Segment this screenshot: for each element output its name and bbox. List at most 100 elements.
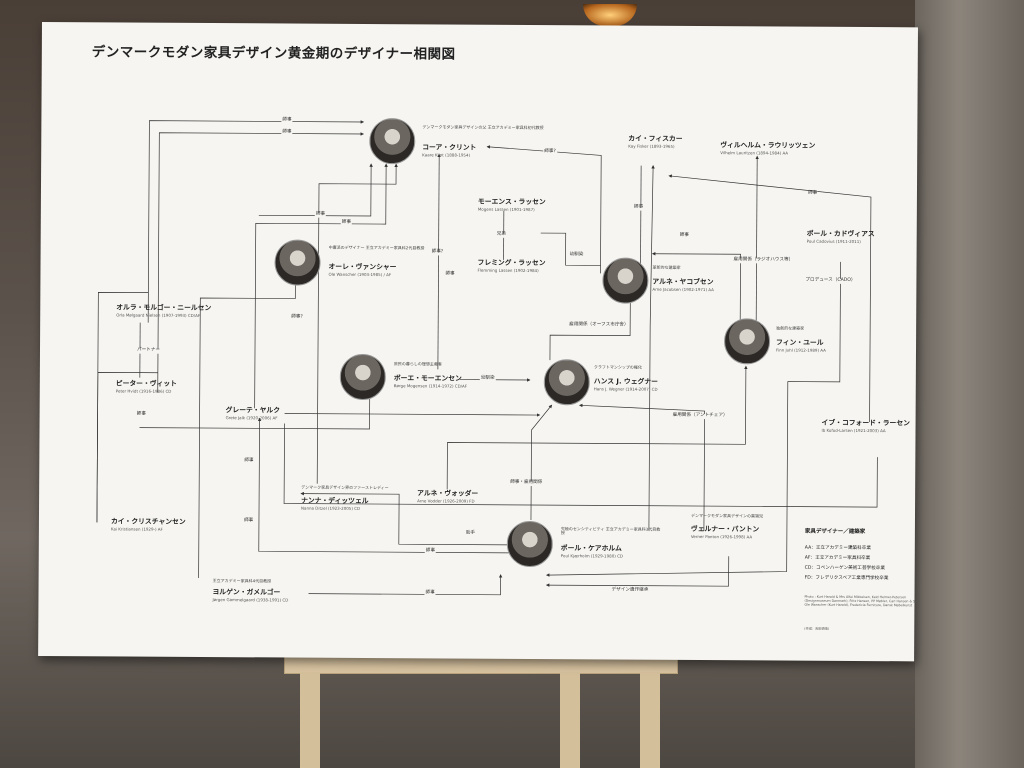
rel-label-shiji-6: 師事	[632, 204, 645, 211]
name-klint: コーア・クリント	[422, 143, 477, 152]
rel-label-shiji-4: 師事	[340, 219, 352, 226]
note-kjaerholm: 究極のセンシティビティ 王立アカデミー家具科3代目教授	[560, 526, 661, 536]
easel-leg-left	[300, 672, 320, 768]
en-mogensen: Børge Mogensen (1914-1972) CD/AF	[393, 383, 468, 389]
name-nielsen: オルラ・モルゴー・ニールセン	[116, 303, 212, 313]
name-gammelgaard: ヨルゲン・ガメルゴー	[212, 588, 281, 597]
portrait-klint	[369, 118, 416, 165]
portrait-wegner	[543, 359, 590, 406]
legend-item-fd: FD：フレデリクスベア工業専門学校卒業	[804, 575, 889, 582]
legend-item-aa: AA：王立アカデミー建築科卒業	[804, 545, 871, 552]
name-panton: ヴェルナー・パントン	[690, 524, 760, 534]
easel-leg-center	[560, 672, 580, 768]
rel-label-shiji-3: 師事	[314, 211, 327, 218]
name-mogensen: ボーエ・モーエンセン	[393, 374, 462, 383]
line-mogensen-klint	[437, 153, 441, 370]
line-juhl-lauritzen	[755, 155, 759, 325]
easel-leg-right	[640, 672, 660, 768]
rel-label-shiji-5: 師事	[444, 271, 456, 278]
line-jacobsen-klint	[486, 145, 602, 274]
line-cadovius-kjaerholm	[545, 261, 841, 577]
name-kofod-larsen: イブ・コフォード・ラーセン	[821, 418, 910, 428]
portrait-jacobsen	[602, 257, 649, 304]
legend-item-cd: CD：コペンハーゲン美術工芸学校卒業	[804, 565, 885, 572]
note-jacobsen: 革新的な建築家	[652, 264, 681, 270]
rel-label-shiji-10: 師事	[243, 458, 255, 464]
name-juhl: フィン・ユール	[776, 338, 824, 347]
en-wegner: Hans J. Wegner (1914-2007) CD	[593, 386, 658, 392]
rel-label-koyo-orfs: 雇用関係（オーフス市庁舎）	[568, 322, 630, 329]
rel-label-shiji-q-3: 師事?	[543, 149, 557, 155]
note-klint: デンマークモダン家具デザインの父 王立アカデミー家具科初代教授	[422, 124, 544, 131]
en-mogens-lassen: Mogens Lassen (1901-1987)	[477, 206, 535, 213]
rel-label-koyo-radio: 雇用関係（ラジオハウス等）	[732, 257, 795, 264]
line-nielsen-klint	[147, 120, 365, 323]
en-jacobsen: Arne Jacobsen (1902-1971) AA	[652, 286, 714, 293]
en-lauritzen: Vilhelm Lauritzen (1894-1984) AA	[720, 150, 789, 156]
rel-label-shiji-q-1: 師事?	[430, 249, 445, 256]
line-ditzel-klint	[316, 163, 398, 484]
line-wegner-jacobsen	[549, 289, 633, 361]
rel-label-shiji-8: 師事	[806, 190, 819, 197]
legend-item-af: AF：王立アカデミー家具科卒業	[804, 555, 871, 562]
name-flemming-lassen: フレミング・ラッセン	[477, 258, 546, 268]
line-volther-juhl	[446, 365, 748, 490]
author-credit: (作成：吉田慎悟)	[804, 626, 830, 631]
name-kjaerholm: ポール・ケアホルム	[560, 544, 622, 553]
en-wanscher: Ole Wanscher (1903-1985) / AF	[328, 271, 392, 278]
en-kofod-larsen: Ib Kofod-Larsen (1921-2003) AA	[821, 427, 886, 434]
line-jalk-mogensen	[139, 399, 371, 430]
rel-label-shiji-q-2: 師事?	[290, 314, 304, 321]
rel-label-shiji-1: 師事	[281, 117, 293, 124]
line-panton-wegner	[578, 403, 705, 532]
name-ditzel: ナンナ・ディッツェル	[301, 496, 369, 506]
rel-label-kyodai: 兄弟	[495, 231, 507, 238]
en-vodder: Arne Vodder (1926-2009) FD	[417, 498, 475, 504]
line-larsen-jalk	[283, 423, 878, 508]
en-flemming-lassen: Flemming Lassen (1902-1984)	[477, 267, 539, 274]
line-jalk-klint	[254, 163, 388, 409]
en-panton: Verner Panton (1926-1998) AA	[690, 533, 753, 540]
en-jalk: Grete Jalk (1920-2006) AF	[225, 415, 278, 421]
ceiling-lamp	[583, 4, 637, 26]
name-lauritzen: ヴィルヘルム・ラウリッツェン	[720, 141, 816, 150]
rel-label-shiji-koyo: 師事・雇用関係	[509, 479, 544, 486]
name-jalk: グレーテ・ヤルク	[225, 406, 281, 415]
note-juhl: 独創的な建築家	[776, 325, 805, 331]
line-gammelgaard-kjaerholm	[308, 574, 503, 596]
portrait-kjaerholm	[506, 520, 553, 568]
en-cadovius: Poul Cadovius (1911-2011)	[806, 238, 861, 245]
line-kjaerholm-ditzel	[300, 491, 509, 546]
line-kristiansen-klint	[96, 291, 149, 523]
name-jacobsen: アルネ・ヤコブセン	[652, 277, 714, 287]
rel-label-koyo-antchair: 雇用関係（アントチェア）	[671, 412, 729, 419]
rel-label-shiji-12: 師事	[424, 548, 436, 555]
note-wanscher: 中庸派のデザイナー 王立アカデミー家具科2代目教授	[328, 244, 425, 251]
en-fisker: Kay Fisker (1893-1965)	[628, 143, 675, 149]
en-juhl: Finn Juhl (1912-1989) AA	[775, 347, 826, 353]
line-kristiansen-hvidt	[96, 371, 158, 523]
rel-label-yuujin-2: 幼馴染	[479, 375, 496, 382]
note-panton: デンマークモダン家具デザインの異端児	[690, 512, 764, 519]
en-nielsen: Orla Mølgaard Nielsen (1907-1993) CD/AF	[116, 312, 201, 318]
line-wanscher-klint	[258, 163, 373, 217]
note-mogensen: 庶民の暮らしの理想主義者	[393, 361, 442, 367]
diagram-board: デンマークモダン家具デザイン黄金期のデザイナー相関図	[38, 22, 920, 662]
rel-label-produce: プロデュース（CADO）	[804, 277, 857, 284]
note-ditzel: デンマーク家具デザイン界のファーストレディー	[301, 484, 389, 491]
line-juhl-fisker	[651, 252, 741, 322]
name-wegner: ハンス J. ウェグナー	[593, 377, 658, 386]
rel-label-shiji-9: 師事	[135, 411, 147, 418]
rel-label-shiji-2: 師事	[281, 129, 293, 136]
rel-label-shiji-11: 師事	[242, 518, 255, 524]
photo-credit: Photo : Kurt Harald & Mrs Alfei Mikkelse…	[804, 594, 921, 608]
rel-label-design-isan: デザイン遺作継承	[610, 587, 650, 594]
portrait-mogensen	[339, 353, 386, 401]
en-gammelgaard: Jørgen Gammelgaard (1938-1991) CD	[212, 597, 289, 603]
line-hvidt-klint	[157, 132, 365, 393]
rel-label-shiji-13: 師事	[424, 590, 436, 597]
name-fisker: カイ・フィスカー	[628, 134, 683, 143]
en-klint: Kaare Klint (1888-1954)	[422, 152, 471, 158]
name-mogens-lassen: モーエンス・ラッセン	[477, 197, 546, 207]
portrait-wanscher	[274, 239, 321, 286]
